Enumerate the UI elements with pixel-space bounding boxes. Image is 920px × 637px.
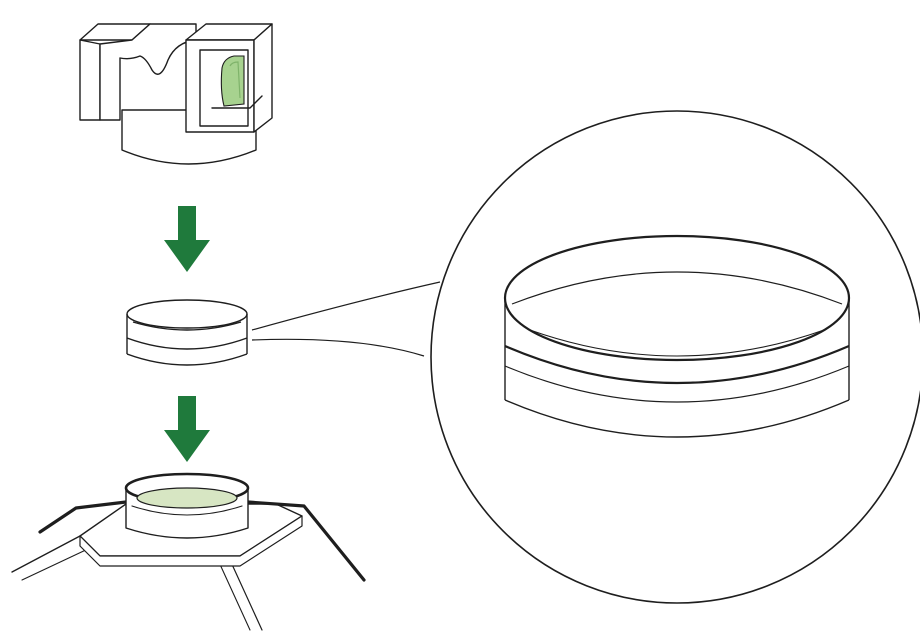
tripod-leg-front bbox=[229, 559, 263, 631]
tripod-rail-right bbox=[246, 500, 366, 582]
arrow-down-icon bbox=[164, 206, 210, 272]
ring-small bbox=[126, 299, 248, 366]
tripod-mount bbox=[11, 472, 366, 631]
tripod-rail-left bbox=[38, 500, 128, 534]
callout-line-lower bbox=[251, 338, 425, 357]
ring-small-band-edge bbox=[126, 337, 248, 350]
ring-magnified-step bbox=[504, 365, 850, 403]
ring-magnified-top-rim-inner bbox=[511, 271, 843, 305]
callout-lines bbox=[251, 281, 441, 357]
arrow-down-icon bbox=[164, 396, 210, 462]
ring-magnified-bottom-edge bbox=[504, 399, 850, 438]
ring-small-inner-lip bbox=[132, 321, 242, 331]
tripod-leg-left-inner bbox=[21, 547, 91, 581]
holder-window-ledge bbox=[211, 95, 263, 109]
ring-small-top-rim bbox=[126, 299, 248, 329]
ring-small-bottom-edge bbox=[126, 353, 248, 366]
holder-right-side bbox=[253, 23, 273, 133]
tripod-leg-front-inner bbox=[217, 559, 251, 631]
tripod-collar-inner bbox=[136, 487, 238, 509]
tripod-leg-left bbox=[11, 535, 81, 573]
callout-line-upper bbox=[251, 281, 441, 331]
ring-magnified bbox=[503, 234, 851, 438]
ring-magnified-inner-wall bbox=[529, 329, 825, 357]
tripod-collar-lip bbox=[131, 505, 243, 516]
holder-saddle bbox=[99, 23, 197, 121]
holder-level-vial-highlight bbox=[229, 61, 241, 99]
holder-left-front bbox=[79, 39, 101, 121]
ring-magnified-top-rim-outer bbox=[503, 234, 851, 362]
tripod-platform-front bbox=[79, 515, 303, 567]
ring-magnified-band-edge bbox=[504, 344, 850, 385]
holder-window-frame bbox=[199, 49, 249, 127]
